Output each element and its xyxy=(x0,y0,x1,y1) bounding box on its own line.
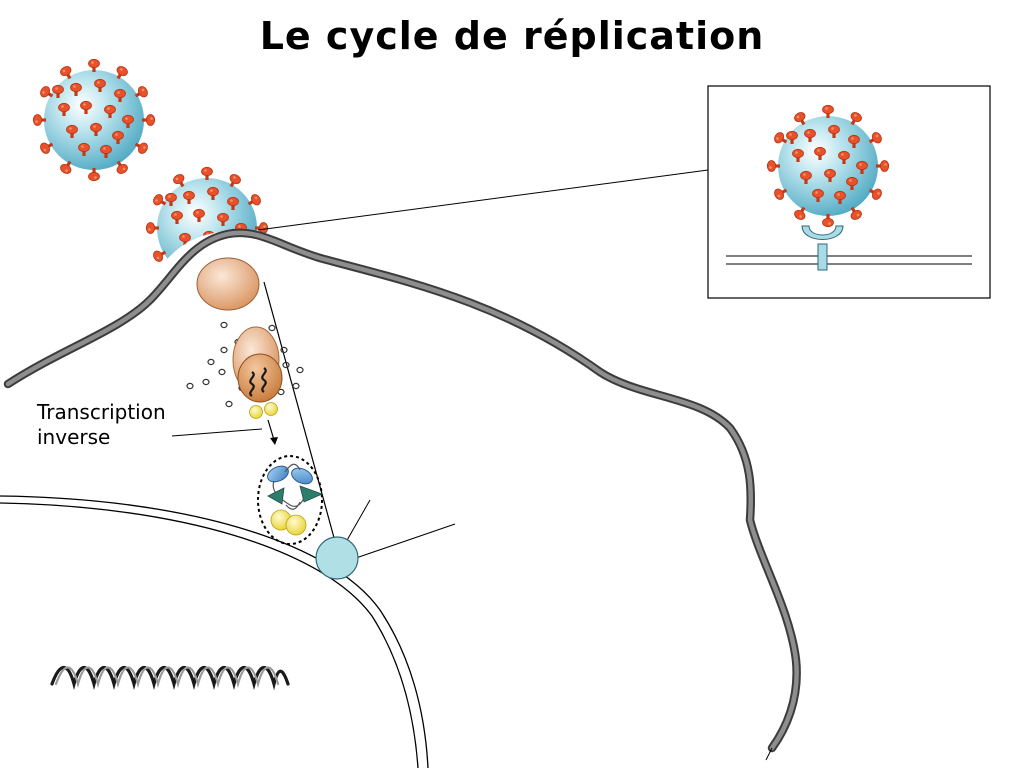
nuclear-pore xyxy=(315,536,359,580)
pore-leader-line-2 xyxy=(355,523,456,559)
reverse-transcription-label: Transcription inverse xyxy=(37,400,166,450)
slide-title: Le cycle de réplication xyxy=(259,14,765,58)
cell-membrane xyxy=(3,228,801,753)
free-virion xyxy=(33,59,154,180)
uncoating-capsid xyxy=(232,326,283,419)
rt-label-leader-line xyxy=(171,428,263,437)
pre-integration-complex xyxy=(257,455,324,545)
nuclear-envelope xyxy=(0,495,429,768)
pore-leader-line xyxy=(345,499,371,543)
reverse-transcription-label-line1: Transcription xyxy=(37,400,166,424)
capsid xyxy=(196,257,260,311)
reverse-transcription-label-line2: inverse xyxy=(37,425,111,449)
zoom-inset xyxy=(707,85,991,299)
pathway-line xyxy=(263,281,337,546)
dna-helix-icon xyxy=(50,665,290,691)
cd4-receptor-icon xyxy=(801,225,844,271)
zoom-leader-line xyxy=(257,169,709,231)
